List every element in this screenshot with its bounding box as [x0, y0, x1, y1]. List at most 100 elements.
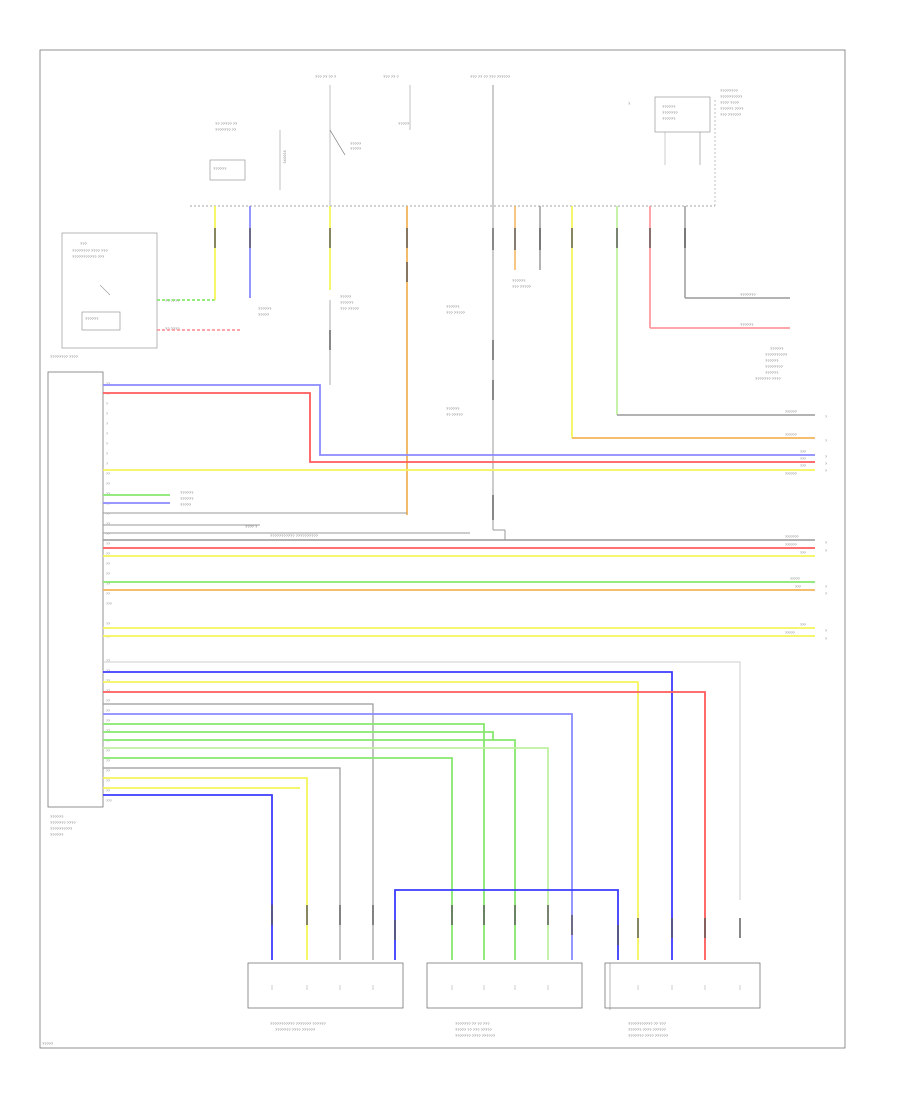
svg-text:?: ? — [825, 541, 827, 545]
page-ref: ????? — [42, 1041, 54, 1046]
svg-text:??????????? ??????????: ??????????? ?????????? — [270, 533, 319, 538]
svg-text:?????: ????? — [350, 146, 362, 151]
svg-text:???: ??? — [80, 241, 87, 246]
svg-text:??????? ???? ??????: ??????? ???? ?????? — [455, 1033, 496, 1038]
svg-text:??????: ?????? — [213, 166, 227, 171]
svg-text:??: ?? — [106, 502, 110, 506]
svg-text:??? ?? ?: ??? ?? ? — [383, 74, 399, 79]
svg-text:??: ?? — [106, 512, 110, 516]
svg-text:??????: ?????? — [446, 406, 460, 411]
top-right-module: ?????? ??????? ?????? ???????? ?????????… — [628, 88, 744, 165]
svg-text:?: ? — [825, 462, 827, 466]
svg-text:??????: ?????? — [765, 358, 779, 363]
svg-text:??: ?? — [106, 522, 110, 526]
svg-text:??: ?? — [106, 679, 110, 683]
svg-text:??: ?? — [106, 719, 110, 723]
left-short-wires — [157, 299, 240, 331]
svg-text:??: ?? — [106, 769, 110, 773]
svg-text:??: ?? — [106, 759, 110, 763]
svg-text:?? ????? ??: ?? ????? ?? — [215, 121, 238, 126]
svg-text:??????: ?????? — [85, 316, 99, 321]
svg-text:??: ?? — [106, 739, 110, 743]
svg-text:??: ?? — [106, 669, 110, 673]
svg-text:???????? ????: ???????? ???? — [50, 354, 79, 359]
svg-text:?????? ????: ?????? ???? — [720, 106, 744, 111]
svg-text:??: ?? — [106, 482, 110, 486]
svg-text:??????????: ?????????? — [765, 352, 788, 357]
svg-text:??: ?? — [106, 729, 110, 733]
lower-connector-marks — [271, 905, 741, 945]
svg-text:???: ??? — [800, 464, 806, 468]
svg-text:?: ? — [825, 592, 827, 596]
svg-text:??? ?? ?? ??? ??????: ??? ?? ?? ??? ?????? — [470, 74, 511, 79]
svg-text:??: ?? — [106, 552, 110, 556]
svg-text:?????: ????? — [350, 141, 362, 146]
svg-text:??????: ?????? — [512, 278, 526, 283]
svg-text:?: ? — [628, 101, 631, 106]
svg-text:??: ?? — [106, 542, 110, 546]
module-3: ??????????? ?? ??? ?????? ???? ?????? ??… — [604, 962, 761, 1038]
svg-text:??????: ?????? — [785, 472, 797, 476]
ecu-wires — [103, 384, 815, 637]
svg-text:??: ?? — [106, 392, 110, 396]
mid-notes: ?????? ?????? ????? ???? ? ??????????? ?… — [180, 490, 319, 538]
ecu-block: ???????? ???? ?????? ??????? ???? ??????… — [47, 354, 104, 837]
svg-text:?: ? — [825, 415, 827, 419]
svg-text:??????: ?????? — [340, 300, 354, 305]
svg-text:??: ?? — [106, 699, 110, 703]
svg-text:???: ??? — [800, 551, 806, 555]
svg-text:?: ? — [825, 637, 827, 641]
svg-text:??????: ?????? — [50, 832, 64, 837]
svg-text:???????: ??????? — [785, 535, 799, 539]
svg-text:?: ? — [106, 452, 108, 456]
svg-text:?????: ????? — [340, 294, 352, 299]
svg-text:??: ?? — [106, 635, 110, 639]
svg-text:??: ?? — [106, 572, 110, 576]
svg-text:??????????? ??????? ??????: ??????????? ??????? ?????? — [270, 1021, 326, 1026]
svg-text:??????: ?????? — [258, 306, 272, 311]
svg-text:??? ?????: ??? ????? — [340, 306, 360, 311]
svg-text:??????: ?????? — [785, 543, 797, 547]
svg-text:?: ? — [106, 402, 108, 406]
svg-text:???: ??? — [795, 585, 801, 589]
svg-text:?: ? — [106, 422, 108, 426]
svg-text:??: ?? — [106, 689, 110, 693]
svg-text:???: ??? — [800, 623, 806, 627]
module-1: ??????????? ??????? ?????? ??????? ???? … — [247, 962, 404, 1032]
svg-text:???????? ???? ???: ???????? ???? ??? — [72, 248, 108, 253]
svg-text:???: ??? — [106, 799, 112, 803]
svg-text:?: ? — [106, 432, 108, 436]
svg-text:??????: ?????? — [446, 304, 460, 309]
svg-text:??: ?? — [106, 532, 110, 536]
svg-text:??????: ?????? — [282, 150, 287, 164]
svg-text:??????? ?? ?? ???: ??????? ?? ?? ??? — [455, 1021, 490, 1026]
module-2: ??????? ?? ?? ??? ????? ?? ??? ????? ???… — [426, 962, 583, 1038]
svg-text:??????????? ???: ??????????? ??? — [72, 254, 105, 259]
svg-text:??????????? ?? ???: ??????????? ?? ??? — [628, 1021, 667, 1026]
right-stubs: ??????? ?????? ?????? ?????????? ?????? … — [650, 292, 790, 381]
svg-text:???? ?: ???? ? — [245, 524, 258, 529]
svg-text:?: ? — [825, 439, 827, 443]
svg-text:?????: ????? — [398, 121, 410, 126]
svg-text:?: ? — [106, 412, 108, 416]
svg-text:?????: ????? — [790, 577, 800, 581]
svg-text:??????: ?????? — [180, 490, 194, 495]
top-feed-labels: ??? ?? ?? ? ??? ?? ? ??? ?? ?? ??? ?????… — [315, 74, 511, 79]
svg-text:??: ?? — [106, 709, 110, 713]
svg-text:??? ?????: ??? ????? — [446, 310, 466, 315]
svg-text:?????: ????? — [785, 631, 795, 635]
svg-text:????????: ???????? — [765, 364, 784, 369]
svg-text:??? ?? ?? ?: ??? ?? ?? ? — [315, 74, 337, 79]
svg-text:??: ?? — [106, 779, 110, 783]
svg-text:??: ?? — [106, 789, 110, 793]
svg-text:?: ? — [825, 549, 827, 553]
svg-text:?????? ???? ??????: ?????? ???? ?????? — [628, 1027, 667, 1032]
svg-text:??: ?? — [106, 749, 110, 753]
svg-text:??????: ?????? — [765, 370, 779, 375]
svg-text:?????: ????? — [258, 312, 270, 317]
svg-text:?: ? — [825, 469, 827, 473]
svg-text:??? ?????: ??? ????? — [512, 284, 532, 289]
svg-text:??????: ?????? — [785, 410, 797, 414]
svg-text:??????? ??: ??????? ?? — [215, 127, 237, 132]
